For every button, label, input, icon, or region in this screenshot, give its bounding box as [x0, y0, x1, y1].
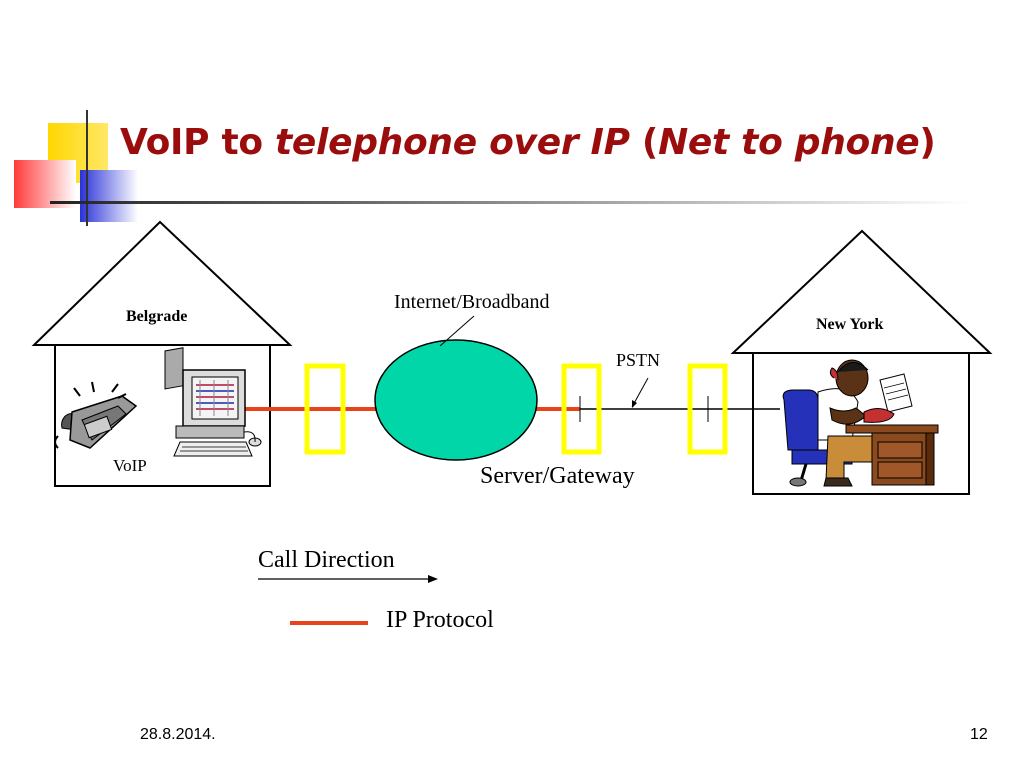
decor-vertical-line	[86, 110, 88, 226]
belgrade-house	[31, 220, 293, 487]
title-underline	[50, 201, 970, 204]
computer-icon	[164, 347, 262, 457]
person-on-phone-icon	[782, 359, 939, 487]
page-number: 12	[970, 726, 988, 743]
call-direction-arrowhead	[428, 575, 438, 583]
gateway-box-1	[304, 363, 346, 455]
internet-pointer	[439, 315, 475, 347]
voip-label: VoIP	[113, 456, 147, 475]
footer-date: 28.8.2014.	[140, 726, 216, 743]
gateway-box-3	[687, 363, 728, 455]
page-title: VoIP to telephone over IP (Net to phone)	[120, 122, 936, 163]
internet-broadband-label: Internet/Broadband	[394, 291, 550, 313]
gateway-box-2	[561, 363, 602, 455]
newyork-house-roof	[730, 229, 993, 354]
pstn-label: PSTN	[616, 350, 661, 370]
desk-phone-icon	[54, 381, 138, 449]
server-gateway-label: Server/Gateway	[480, 463, 635, 489]
ip-protocol-label: IP Protocol	[386, 607, 494, 633]
newyork-label: New York	[816, 316, 884, 333]
call-direction-label: Call Direction	[258, 547, 395, 573]
belgrade-label: Belgrade	[126, 308, 188, 325]
decor-blue-square	[80, 170, 138, 222]
belgrade-house-roof	[31, 220, 293, 346]
decor-red-square	[14, 160, 76, 208]
internet-cloud	[374, 339, 538, 461]
